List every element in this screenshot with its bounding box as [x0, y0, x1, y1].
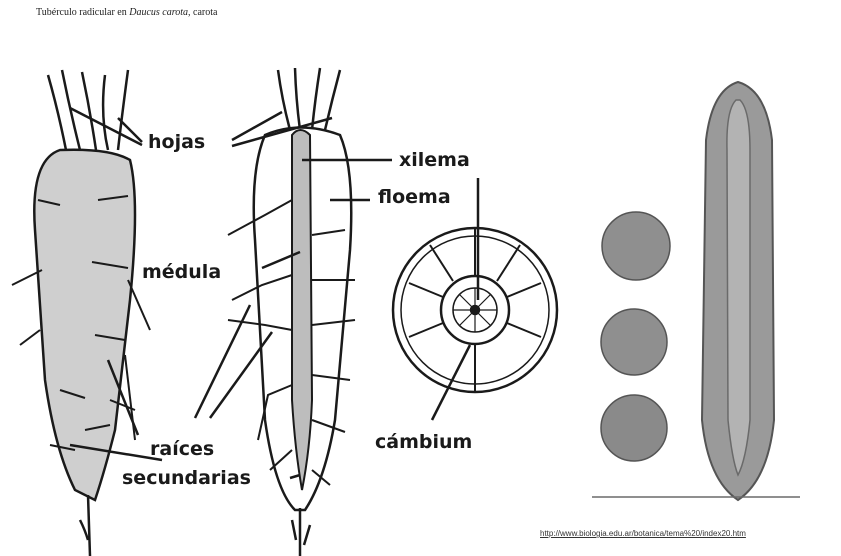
cross-section [393, 228, 557, 392]
leaf-stems-left [48, 70, 128, 150]
photo-slice-bottom [601, 395, 667, 461]
label-floema: floema [378, 186, 451, 208]
carrot-photo [592, 82, 800, 500]
label-cambium: cámbium [375, 431, 472, 453]
photo-slice-top [602, 212, 670, 280]
label-raices: raíces [150, 438, 214, 460]
photo-carrot-core [727, 100, 750, 475]
photo-slice-middle [601, 309, 667, 375]
label-xilema: xilema [399, 149, 470, 171]
source-url[interactable]: http://www.biologia.edu.ar/botanica/tema… [540, 529, 746, 538]
label-hojas: hojas [148, 131, 205, 153]
leaf-stems-center [278, 68, 340, 130]
core-spokes [453, 288, 497, 332]
carrot-taproot-tip [80, 495, 90, 556]
xylem-core [292, 130, 312, 490]
section-taproot [292, 508, 310, 556]
label-secundarias: secundarias [122, 467, 251, 489]
label-medula: médula [142, 261, 221, 283]
